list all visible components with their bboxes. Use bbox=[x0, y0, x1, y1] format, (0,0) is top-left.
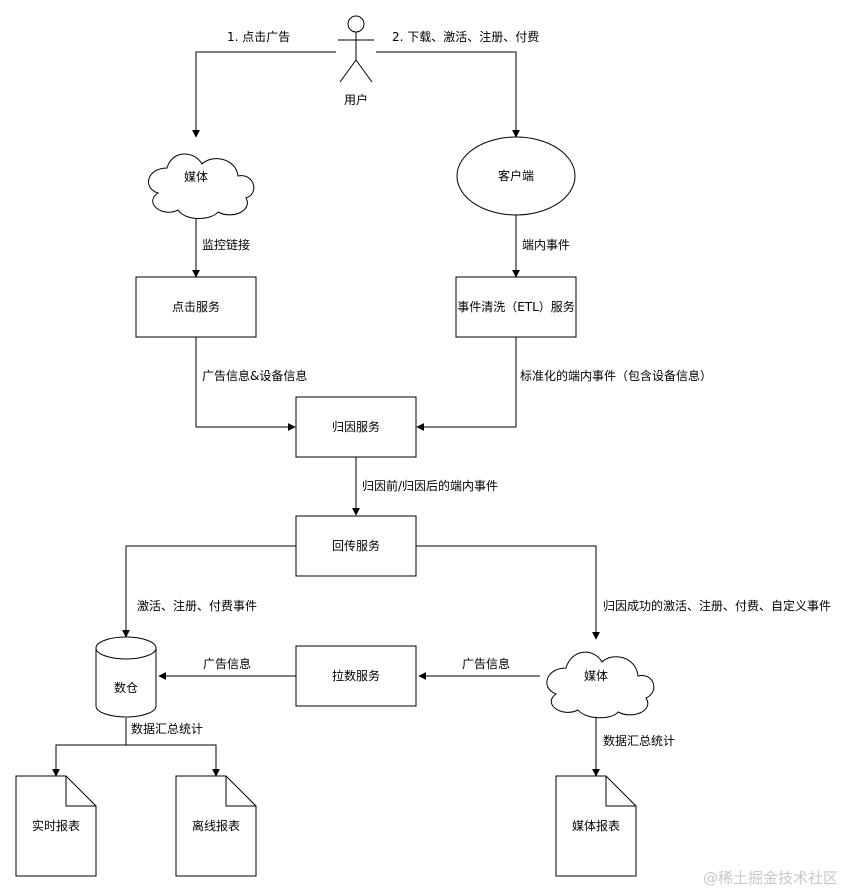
realtime-report-label: 实时报表 bbox=[32, 818, 80, 833]
edge-callback-to-media bbox=[416, 545, 600, 640]
edge-user-to-client bbox=[376, 51, 520, 138]
media-bottom-cloud: 媒体 bbox=[546, 651, 655, 719]
edge-etl-to-attribution bbox=[416, 337, 517, 431]
media-bottom-label: 媒体 bbox=[584, 669, 608, 683]
warehouse-node: 数仓 bbox=[95, 636, 157, 718]
watermark-text: @稀土掘金技术社区 bbox=[703, 869, 838, 887]
edge-labels: 1. 点击广告 2. 下载、激活、注册、付费 监控链接 端内事件 广告信息&设备… bbox=[128, 27, 839, 750]
document-icon bbox=[15, 775, 97, 877]
label-attributed-events: 归因成功的激活、注册、付费、自定义事件 bbox=[603, 598, 831, 613]
attribution-service-node: 归因服务 bbox=[295, 396, 417, 458]
edge-warehouse-to-realtime bbox=[52, 718, 127, 777]
cloud-icon bbox=[148, 153, 255, 219]
callback-service-node: 回传服务 bbox=[295, 515, 417, 577]
label-in-app-events: 端内事件 bbox=[522, 238, 570, 252]
edge-user-to-media bbox=[192, 51, 336, 138]
edge-warehouse-to-offline bbox=[126, 744, 220, 777]
click-service-label: 点击服务 bbox=[172, 299, 220, 314]
etl-service-node: 事件清洗（ETL）服务 bbox=[455, 276, 577, 338]
etl-service-label: 事件清洗（ETL）服务 bbox=[457, 299, 575, 314]
client-label: 客户端 bbox=[498, 168, 534, 183]
document-icon bbox=[175, 775, 257, 877]
edges bbox=[52, 51, 600, 777]
media-top-label: 媒体 bbox=[184, 170, 208, 184]
user-actor: 用户 bbox=[338, 15, 374, 107]
label-normalized-events: 标准化的端内事件（包含设备信息） bbox=[520, 368, 712, 383]
label-pre-post-attribution: 归因前/归因后的端内事件 bbox=[362, 478, 498, 493]
label-data-stats-right: 数据汇总统计 bbox=[603, 733, 675, 748]
cloud-icon bbox=[546, 651, 655, 719]
edge-callback-to-warehouse bbox=[122, 545, 296, 638]
label-data-stats-left: 数据汇总统计 bbox=[131, 721, 203, 736]
media-report-node: 媒体报表 bbox=[555, 775, 637, 877]
warehouse-label: 数仓 bbox=[114, 680, 138, 695]
document-icon bbox=[555, 775, 637, 877]
label-ad-device-info: 广告信息&设备信息 bbox=[202, 368, 307, 383]
label-ad-info-right: 广告信息 bbox=[462, 656, 510, 671]
database-cylinder-top bbox=[95, 636, 157, 660]
edge-click-to-attribution bbox=[195, 337, 296, 431]
label-monitor-link: 监控链接 bbox=[202, 237, 250, 252]
user-label: 用户 bbox=[344, 92, 368, 107]
label-download-activate: 2. 下载、激活、注册、付费 bbox=[392, 29, 539, 44]
database-cylinder-icon bbox=[95, 648, 157, 718]
realtime-report-node: 实时报表 bbox=[15, 775, 97, 877]
label-ad-info-left: 广告信息 bbox=[203, 656, 251, 671]
media-top-cloud: 媒体 bbox=[148, 153, 255, 219]
label-click-ad: 1. 点击广告 bbox=[227, 30, 290, 44]
media-report-label: 媒体报表 bbox=[572, 818, 620, 833]
user-stick-figure-icon bbox=[338, 15, 374, 83]
click-service-node: 点击服务 bbox=[135, 276, 257, 338]
offline-report-node: 离线报表 bbox=[175, 775, 257, 877]
pull-service-label: 拉数服务 bbox=[332, 668, 380, 683]
callback-service-label: 回传服务 bbox=[332, 538, 380, 553]
offline-report-label: 离线报表 bbox=[192, 818, 240, 833]
attribution-service-label: 归因服务 bbox=[332, 419, 380, 434]
pull-service-node: 拉数服务 bbox=[295, 645, 417, 707]
label-activate-register-pay: 激活、注册、付费事件 bbox=[137, 598, 257, 613]
client-node: 客户端 bbox=[456, 136, 576, 216]
